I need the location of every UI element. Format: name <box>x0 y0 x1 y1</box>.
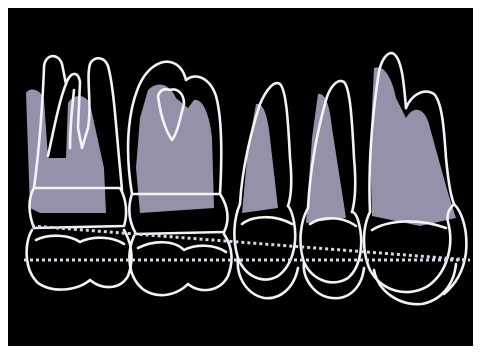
teeth-illustration <box>8 8 473 346</box>
dental-diagram <box>8 8 473 346</box>
